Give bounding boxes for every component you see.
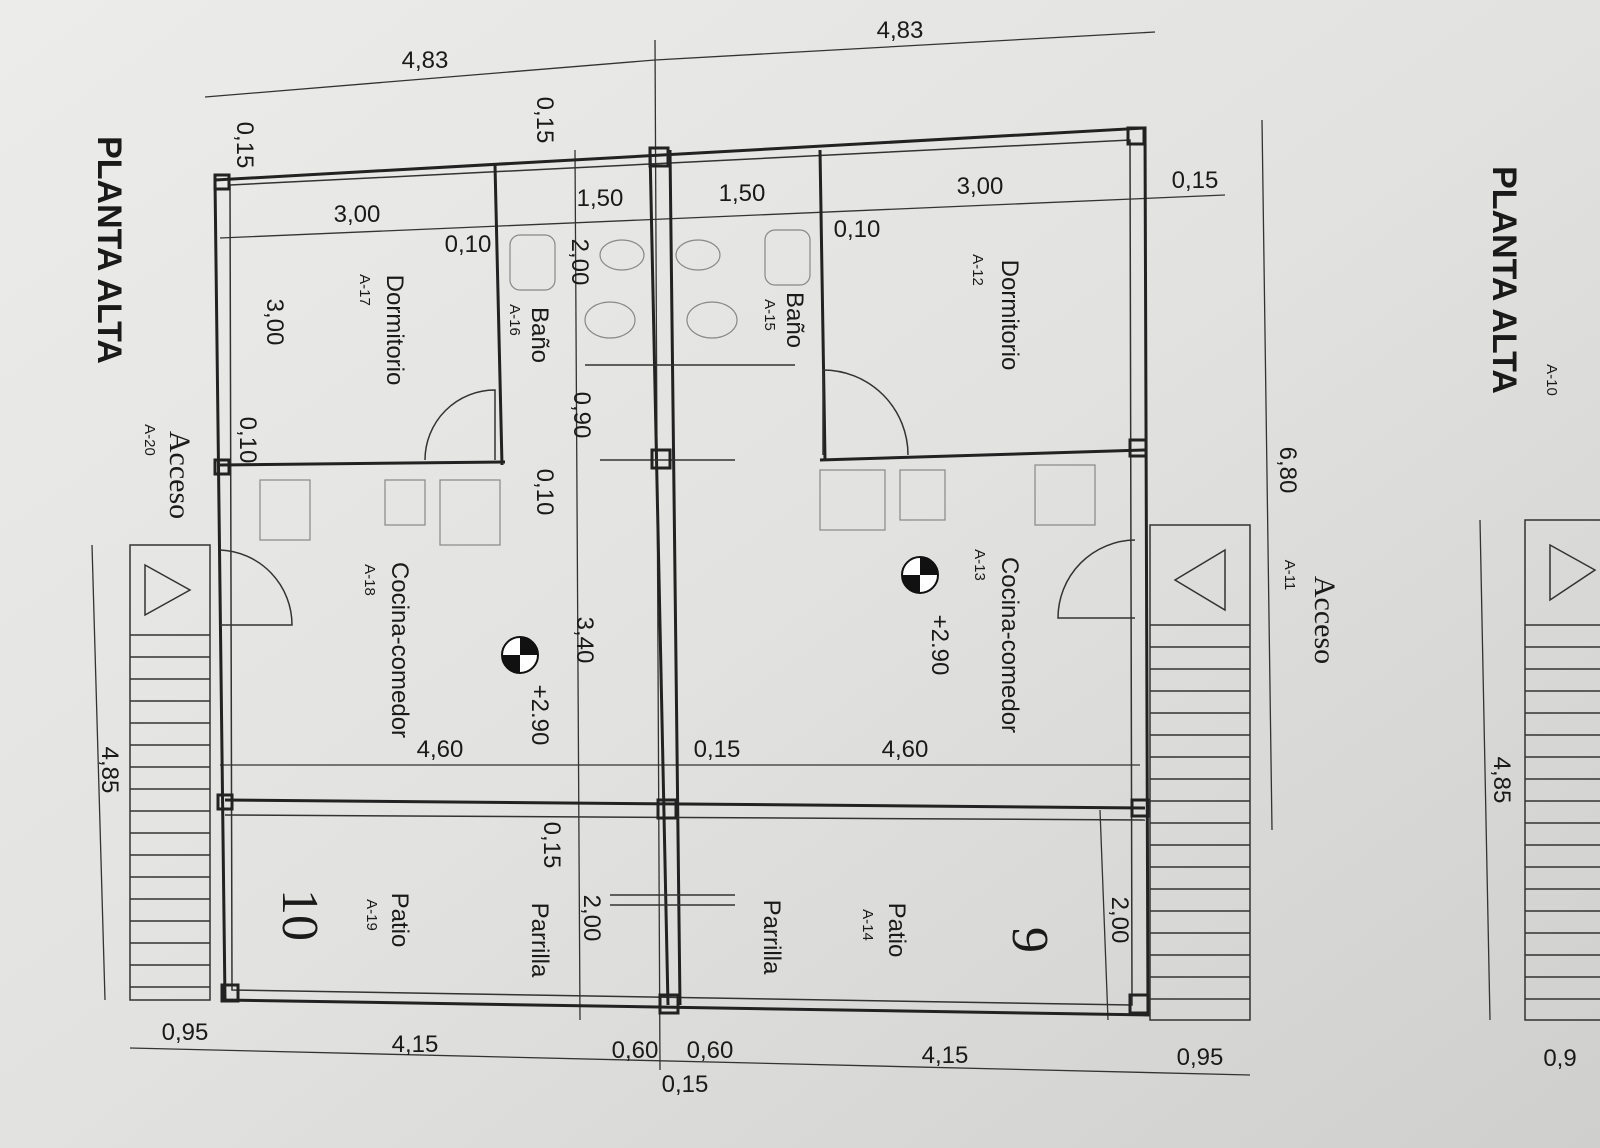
level-marker-left (501, 636, 539, 674)
room-bano-left: Baño (526, 307, 553, 363)
dim: 4,15 (392, 1031, 439, 1058)
room-code: A-18 (361, 564, 378, 596)
room-code: A-17 (356, 274, 373, 306)
dim: 0,15 (531, 97, 558, 144)
level-right: +2.90 (926, 615, 953, 676)
dim: 0,95 (162, 1019, 209, 1046)
room-code: A-12 (969, 254, 986, 286)
stair-treads (130, 624, 1600, 1000)
dim: 4,60 (417, 736, 464, 763)
room-parrilla-left: Parrilla (526, 903, 553, 978)
dim: 2,00 (566, 239, 593, 286)
dim: 3,00 (957, 173, 1004, 200)
room-parrilla-right: Parrilla (758, 900, 785, 975)
dim: 2,00 (1106, 897, 1133, 944)
dim: 0,60 (687, 1037, 734, 1064)
dim: 0,10 (234, 417, 261, 464)
doors (219, 369, 1136, 626)
unit-number-left: 10 (271, 889, 328, 941)
room-cocina-left: Cocina-comedor (386, 562, 413, 738)
dim: 3,00 (334, 201, 381, 228)
dim: 0,15 (538, 822, 565, 869)
dim: 4,85 (96, 747, 123, 794)
dim: 0,10 (445, 231, 492, 258)
dim-top-left: 4,83 (402, 47, 449, 74)
stairs (129, 519, 1600, 1021)
dim: 2,00 (578, 895, 605, 942)
room-code: A-11 (1281, 560, 1298, 591)
dim: 4,15 (922, 1042, 969, 1069)
fixtures (259, 229, 1096, 546)
dim: 0,9 (1543, 1045, 1576, 1072)
walls (213, 126, 1150, 1017)
dim: 0,15 (231, 122, 258, 169)
room-dormitorio-left: Dormitorio (381, 275, 408, 386)
room-dormitorio-right: Dormitorio (996, 260, 1023, 371)
title-right: PLANTA ALTA (1485, 166, 1523, 394)
dim: 6,80 (1274, 447, 1301, 494)
title-right-code: A-10 (1543, 364, 1560, 396)
dim: 4,60 (882, 736, 929, 763)
dim: 1,50 (577, 185, 624, 212)
dim: 0,60 (612, 1037, 659, 1064)
title-left: PLANTA ALTA (90, 136, 128, 364)
room-cocina-right: Cocina-comedor (996, 557, 1023, 733)
dim: 0,95 (1177, 1044, 1224, 1071)
unit-number-right: 9 (1001, 927, 1058, 953)
dim-top-right: 4,83 (877, 17, 924, 44)
dim: 0,15 (662, 1071, 709, 1098)
room-code: A-13 (971, 549, 988, 581)
acceso-left: Acceso (163, 431, 196, 519)
room-code: A-19 (363, 899, 380, 931)
room-code: A-15 (761, 299, 778, 331)
room-patio-left: Patio (386, 893, 413, 948)
level-marker-right (901, 556, 939, 594)
dim: 0,15 (694, 736, 741, 763)
dim: 3,40 (571, 617, 598, 664)
dim: 0,10 (834, 216, 881, 243)
dim: 1,50 (719, 180, 766, 207)
dim: 0,10 (531, 469, 558, 516)
room-code: A-14 (859, 909, 876, 941)
dim: 4,85 (1488, 757, 1515, 804)
room-patio-right: Patio (883, 903, 910, 958)
level-left: +2.90 (526, 685, 553, 746)
dim: 3,00 (261, 299, 288, 346)
dim: 0,15 (1172, 167, 1219, 194)
acceso-right: Acceso (1308, 576, 1341, 664)
room-code: A-20 (141, 424, 158, 456)
room-code: A-16 (506, 304, 523, 336)
dim: 0,90 (568, 392, 595, 439)
dimension-lines (91, 31, 1491, 1076)
room-bano-right: Baño (781, 292, 808, 348)
